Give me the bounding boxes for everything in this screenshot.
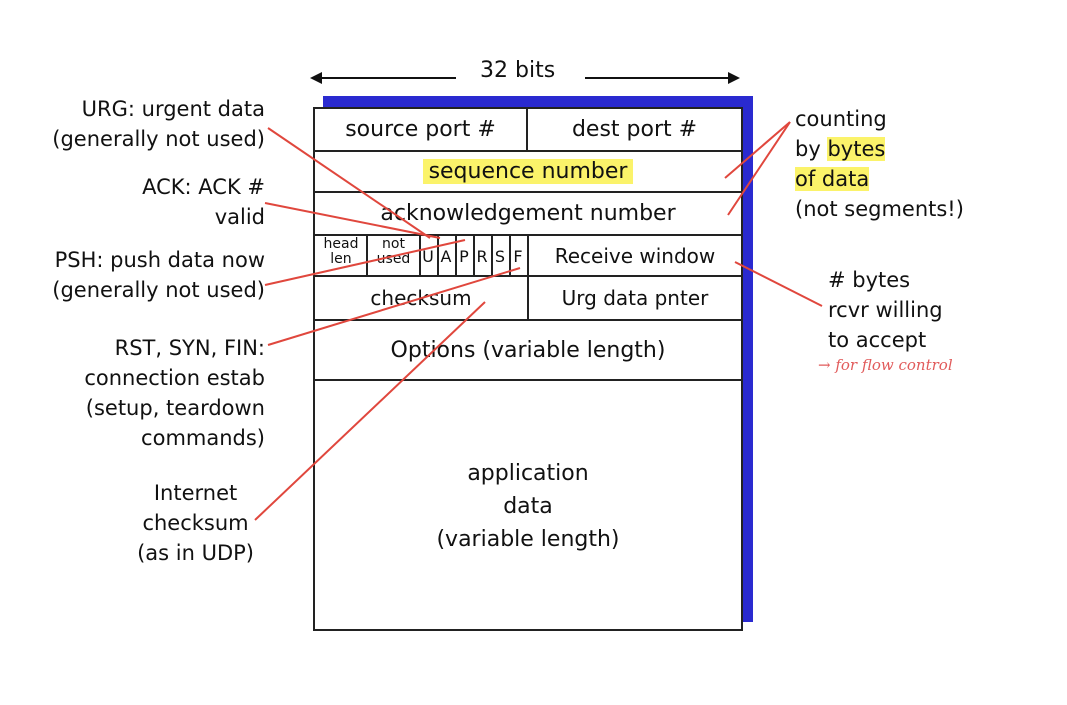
- leader-counting-seq: [724, 121, 791, 179]
- annotation-psh: PSH: push data now (generally not used): [52, 245, 265, 305]
- annotation-rst-line4: commands): [141, 426, 265, 450]
- annotation-urg: URG: urgent data (generally not used): [52, 94, 265, 154]
- column-divider: [491, 234, 493, 275]
- row-divider: [315, 191, 741, 193]
- annotation-ack-line2: valid: [214, 205, 265, 229]
- row-divider: [315, 379, 741, 381]
- head-len-label-line2: len: [330, 251, 352, 267]
- leader-psh: [264, 239, 466, 286]
- urg-pointer-field: Urg data pnter: [561, 286, 709, 310]
- annotation-checksum-line3: (as in UDP): [137, 541, 254, 565]
- annotation-bytes-line3: to accept: [828, 328, 927, 352]
- arrow-right-icon: [728, 72, 740, 84]
- app-data-line1: application: [467, 460, 589, 486]
- sequence-number-field: sequence number: [315, 152, 741, 191]
- receive-window-field: Receive window: [554, 243, 716, 268]
- column-divider: [437, 234, 439, 275]
- annotation-urg-line1: URG: urgent data: [81, 97, 265, 121]
- column-divider: [473, 234, 475, 275]
- annotation-psh-line1: PSH: push data now: [54, 248, 265, 272]
- column-divider: [509, 234, 511, 275]
- annotation-ack-line1: ACK: ACK #: [142, 175, 265, 199]
- column-divider: [455, 234, 457, 275]
- annotation-counting: counting by bytes of data (not segments!…: [795, 104, 964, 224]
- leader-checksum: [254, 301, 486, 521]
- tcp-segment-box: source port # dest port # sequence numbe…: [313, 107, 743, 631]
- not-used-field: not used: [368, 237, 419, 267]
- annotation-counting-line2: by bytes: [795, 134, 964, 164]
- options-field: Options (variable length): [390, 337, 666, 363]
- width-arrow-right: [585, 77, 730, 79]
- sequence-number-label: sequence number: [422, 159, 634, 184]
- source-port-field: source port #: [345, 117, 496, 142]
- app-data-line2: data: [503, 493, 553, 519]
- arrow-left-icon: [310, 72, 322, 84]
- annotation-rst-syn-fin: RST, SYN, FIN: connection estab (setup, …: [84, 333, 265, 453]
- leader-rst: [267, 267, 521, 346]
- annotation-rst-line2: connection estab: [84, 366, 265, 390]
- column-divider: [419, 234, 421, 275]
- column-divider: [526, 109, 528, 150]
- column-divider: [527, 234, 529, 275]
- flag-urg: U: [422, 247, 434, 266]
- ack-number-field: acknowledgement number: [380, 201, 676, 226]
- annotation-counting-line4: (not segments!): [795, 197, 964, 221]
- width-arrow-left: [318, 77, 456, 79]
- annotation-psh-line2: (generally not used): [52, 278, 265, 302]
- annotation-bytes-line2: rcvr willing: [828, 298, 943, 322]
- annotation-bytes-line1: # bytes: [828, 268, 911, 292]
- annotation-rst-line3: (setup, teardown: [85, 396, 265, 420]
- application-data-field: application data (variable length): [315, 381, 741, 631]
- dest-port-field: dest port #: [571, 117, 698, 142]
- head-len-field: head len: [316, 237, 366, 267]
- annotation-checksum-line1: Internet: [153, 481, 238, 505]
- annotation-urg-line2: (generally not used): [52, 127, 265, 151]
- row-divider: [315, 150, 741, 152]
- annotation-counting-by: by: [795, 137, 821, 161]
- leader-window: [734, 261, 823, 307]
- width-label: 32 bits: [480, 58, 556, 83]
- annotation-bytes-willing: # bytes rcvr willing to accept: [828, 265, 943, 355]
- flag-fin: F: [513, 247, 523, 266]
- flag-rst: R: [476, 247, 488, 266]
- leader-urg: [267, 127, 431, 239]
- annotation-ack: ACK: ACK # valid: [142, 172, 265, 232]
- flag-syn: S: [494, 247, 506, 266]
- app-data-line3: (variable length): [436, 526, 620, 552]
- column-divider: [527, 275, 529, 319]
- not-used-label-line2: used: [376, 251, 411, 267]
- not-used-label-line1: not: [382, 236, 405, 252]
- handwritten-note: → for flow control: [818, 356, 953, 374]
- cropped-footer-mark: [755, 628, 960, 638]
- flag-psh: P: [459, 247, 469, 266]
- leader-counting-ack: [727, 121, 791, 216]
- annotation-checksum: Internet checksum (as in UDP): [137, 478, 254, 568]
- flag-ack: A: [440, 247, 452, 266]
- annotation-counting-line1: counting: [795, 107, 887, 131]
- head-len-label-line1: head: [323, 236, 359, 252]
- annotation-counting-bytes: bytes: [827, 137, 886, 161]
- annotation-checksum-line2: checksum: [142, 511, 249, 535]
- column-divider: [366, 234, 368, 275]
- row-divider: [315, 319, 741, 321]
- leader-ack: [264, 202, 441, 239]
- annotation-rst-line1: RST, SYN, FIN:: [114, 336, 265, 360]
- annotation-counting-line3: of data: [795, 167, 870, 191]
